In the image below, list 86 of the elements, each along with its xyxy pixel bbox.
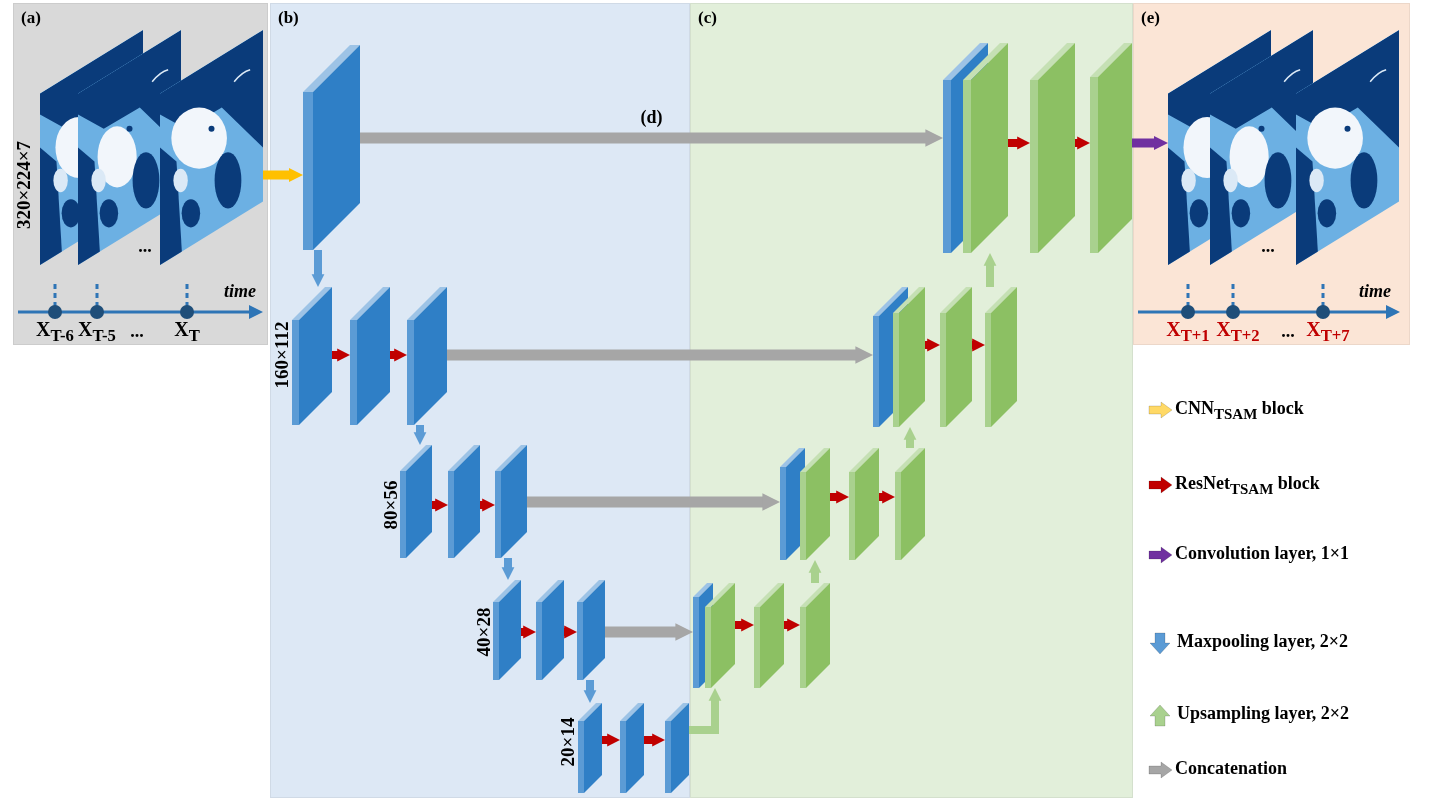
layer-block [800,583,830,688]
legend-label: Concatenation [1175,759,1287,779]
panel [1133,3,1410,345]
arrow [480,498,495,512]
layer-block [303,45,360,250]
layer-block [536,580,564,680]
layer-block [350,287,390,425]
legend-label: Convolution layer, 1×1 [1175,544,1350,564]
layer-block [985,287,1017,427]
ellipsis: ... [130,322,144,342]
time-step-label: X$_{T}$ [174,318,200,346]
arrow [1075,136,1090,150]
arrow [972,338,985,352]
layer-block [493,580,521,680]
ellipsis: ... [138,237,152,257]
arrow [583,680,597,703]
layer-block [963,43,1008,253]
layer-block [448,445,480,558]
arrow [735,618,754,632]
arrow [925,338,940,352]
edge-label: (d) [640,108,663,128]
arrow [689,688,722,734]
legend-label: CNN$_{TSAM}$ block [1175,399,1304,423]
time-step-label: X$_{T-6}$ [36,318,74,346]
dimension-label: 80×56 [380,480,402,530]
dimension-label: 160×112 [271,321,293,389]
arrow [808,560,822,583]
layer-block [577,580,605,680]
legend-label: ResNet$_{TSAM}$ block [1175,474,1320,498]
panel [13,3,268,345]
arrow [1008,136,1030,150]
arrow [447,346,873,364]
time-step-label: X$_{T+7}$ [1306,318,1350,346]
arrow [263,167,303,183]
panel-label: (a) [21,9,41,28]
arrow [644,733,665,747]
dimension-label: 320×224×7 [13,140,35,230]
legend-label: Maxpooling layer, 2×2 [1177,632,1349,652]
time-step-label: X$_{T+1}$ [1166,318,1210,346]
legend-label: Upsampling layer, 2×2 [1177,704,1350,724]
layer-block [407,287,447,425]
layer-block [705,583,735,688]
axis-label: time [224,282,256,302]
dimension-label: 20×14 [557,717,579,767]
layer-block [578,703,602,793]
arrow [413,425,427,445]
layer-block [754,583,784,688]
arrow [830,490,849,504]
panel [270,3,690,798]
arrow [784,618,800,632]
arrow [360,129,943,147]
axis-label: time [1359,282,1391,302]
layer-block [292,287,332,425]
arrow [1132,135,1168,151]
panel-label: (b) [278,9,299,28]
panel-label: (e) [1141,9,1160,28]
arrow [521,625,536,639]
arrow [390,348,407,362]
panel-label: (c) [698,9,717,28]
layer-block [1030,43,1075,253]
time-step-label: X$_{T-5}$ [78,318,116,346]
arrow [501,558,515,580]
arrow [983,253,997,287]
dimension-label: 40×28 [473,607,495,657]
layer-block [893,287,925,427]
layer-block [620,703,644,793]
arrow [605,623,693,641]
layer-block [895,448,925,560]
layer-block [400,445,432,558]
ellipsis: ... [1261,237,1275,257]
arrow [432,498,448,512]
panel [690,3,1133,798]
arrow [879,490,895,504]
ellipsis: ... [1281,322,1295,342]
layer-block [940,287,972,427]
arrow [332,348,350,362]
arrow [311,250,325,287]
arrow [602,733,620,747]
arrow [564,625,577,639]
arrow [903,427,917,448]
layer-block [665,703,689,793]
time-step-label: X$_{T+2}$ [1216,318,1260,346]
layer-block [495,445,527,558]
layer-block [849,448,879,560]
layer-block [1090,43,1132,253]
layer-block [800,448,830,560]
